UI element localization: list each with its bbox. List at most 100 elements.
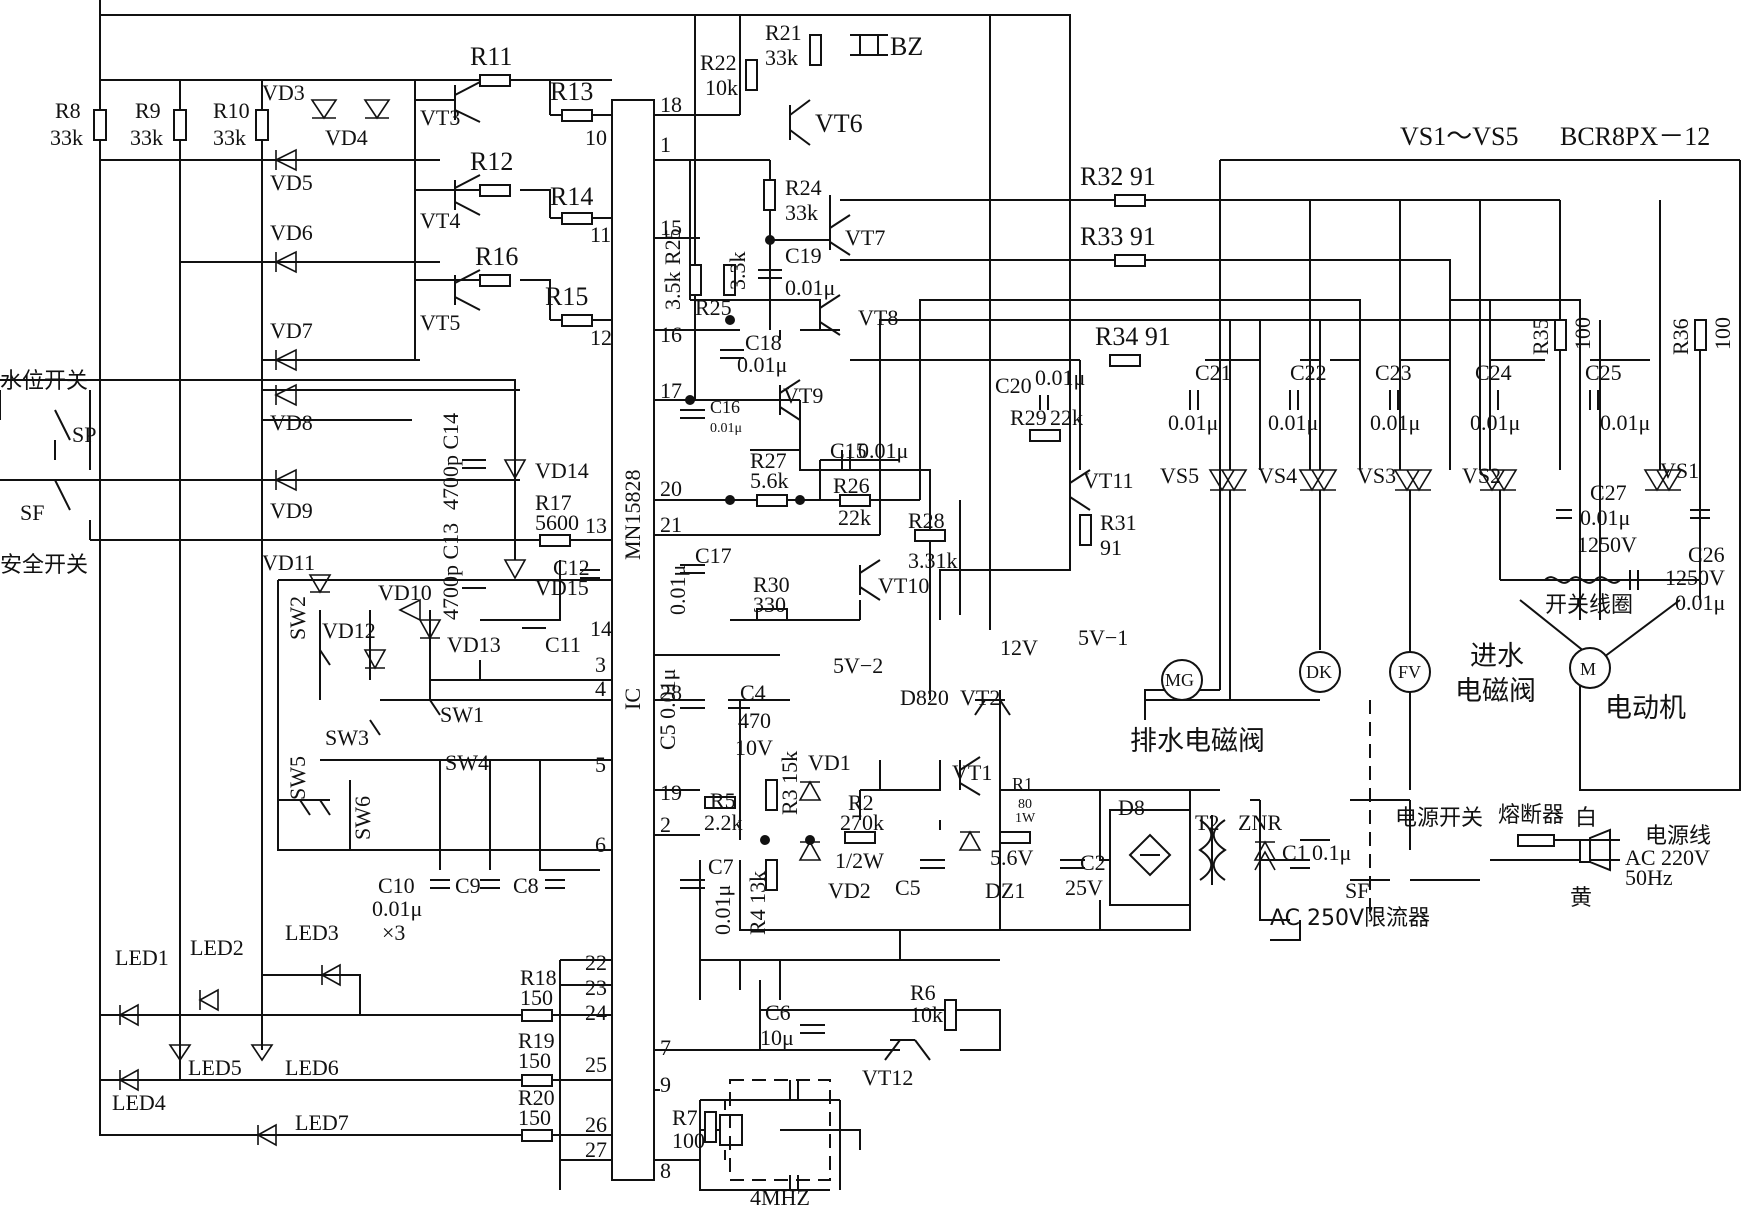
c27-rating: 1250V xyxy=(1577,532,1637,557)
r5-label: R5 xyxy=(710,788,736,813)
vt4-label: VT4 xyxy=(420,208,460,233)
pin-19: 19 xyxy=(660,780,682,805)
r1-value: 80 xyxy=(1018,797,1032,812)
freq-label: 50Hz xyxy=(1625,865,1673,890)
sw4-label: SW4 xyxy=(445,750,489,775)
r27-value: 5.6k xyxy=(750,468,789,493)
pin-17: 17 xyxy=(660,378,682,403)
r1-power: 1W xyxy=(1015,811,1036,826)
vs3-label: VS3 xyxy=(1357,463,1396,488)
c21-label: C21 xyxy=(1195,360,1232,385)
resistors xyxy=(93,34,1707,1143)
c14-label: 4700p C14 xyxy=(438,413,463,510)
dz1-value: 5.6V xyxy=(990,845,1034,870)
vd1-label: VD1 xyxy=(808,750,851,775)
r35-value: 100 xyxy=(1570,317,1595,350)
vd8-label: VD8 xyxy=(270,410,313,435)
c4-label: C4 xyxy=(740,680,766,705)
sp-label: SP xyxy=(72,422,96,447)
water-switch-label: 水位开关 xyxy=(0,369,88,394)
c1-label: C1 xyxy=(1282,840,1308,865)
v5-1-label: 5V−1 xyxy=(1078,625,1128,650)
r30-value: 330 xyxy=(753,592,786,617)
yellow-wire-label: 黄 xyxy=(1570,886,1592,911)
r36-value: 100 xyxy=(1710,317,1735,350)
pin-3: 3 xyxy=(595,652,606,677)
c1-value: 0.1μ xyxy=(1312,840,1351,865)
vd4-label: VD4 xyxy=(325,125,368,150)
r20-label: R20 xyxy=(518,1085,555,1110)
safety-switch-label: 安全开关 xyxy=(0,553,88,578)
r19-value: 150 xyxy=(518,1048,551,1073)
r9-label: R9 xyxy=(135,98,161,123)
c23-value: 0.01μ xyxy=(1370,410,1420,435)
pin-21: 21 xyxy=(660,512,682,537)
white-wire-label: 白 xyxy=(1575,806,1597,831)
sw3-label: SW3 xyxy=(325,725,369,750)
r6-value: 10k xyxy=(910,1002,943,1027)
pin-26: 26 xyxy=(585,1112,607,1137)
led7-label: LED7 xyxy=(295,1110,349,1135)
c26-value: 0.01μ xyxy=(1675,590,1725,615)
r14-label: R14 xyxy=(550,182,593,211)
vs5-label: VS5 xyxy=(1160,463,1199,488)
r3-label: R3 15k xyxy=(777,751,802,815)
r32-label: R32 91 xyxy=(1080,162,1156,191)
c6-value: 10μ xyxy=(760,1025,794,1050)
c2-label: C2 xyxy=(1080,850,1106,875)
r29-value: 22k xyxy=(1050,405,1083,430)
c18-label: C18 xyxy=(745,330,782,355)
c12-label: C12 xyxy=(553,555,590,580)
c21-value: 0.01μ xyxy=(1168,410,1218,435)
c8-label: C8 xyxy=(513,873,539,898)
pin-10: 10 xyxy=(585,125,607,150)
c9-label: C9 xyxy=(455,873,481,898)
vt6-label: VT6 xyxy=(815,109,863,138)
vt11-label: VT11 xyxy=(1083,468,1134,493)
c5b-label: C5 xyxy=(895,875,921,900)
r7-label: R7 xyxy=(672,1105,698,1130)
c11-label: C11 xyxy=(545,632,581,657)
r13-label: R13 xyxy=(550,77,593,106)
pin-20: 20 xyxy=(660,476,682,501)
c6-label: C6 xyxy=(765,1000,791,1025)
r25b-value: 3.3k xyxy=(725,252,750,291)
sf-label: SF xyxy=(20,500,44,525)
r31-value: 91 xyxy=(1100,535,1122,560)
c24-label: C24 xyxy=(1475,360,1512,385)
labels: R8 33k R9 33k R10 33k R11 R12 R13 R14 R1… xyxy=(0,20,1735,1205)
transistors xyxy=(454,81,1091,1061)
led6-label: LED6 xyxy=(285,1055,339,1080)
c15-label: C15 xyxy=(830,438,867,463)
motor-label: 电动机 xyxy=(1605,693,1686,724)
pin-12: 12 xyxy=(590,325,612,350)
motor-symbol xyxy=(1569,647,1611,689)
r19-label: R19 xyxy=(518,1028,555,1053)
c17-label: C17 xyxy=(695,543,732,568)
ic-body xyxy=(611,99,655,1181)
r22-label: R22 xyxy=(700,50,737,75)
ic-part-label: MN15828 xyxy=(620,470,645,560)
pin-4: 4 xyxy=(595,676,606,701)
r27-label: R27 xyxy=(750,448,787,473)
pin-23: 23 xyxy=(585,975,607,1000)
pin-11: 11 xyxy=(590,222,611,247)
c16-label: C16 xyxy=(710,397,740,417)
vt8-label: VT8 xyxy=(858,305,898,330)
c18-value: 0.01μ xyxy=(737,352,787,377)
r20-value: 150 xyxy=(518,1105,551,1130)
r10-value: 33k xyxy=(213,125,246,150)
vt10-label: VT10 xyxy=(878,573,929,598)
c7-label: C7 xyxy=(708,854,734,879)
c24-value: 0.01μ xyxy=(1470,410,1520,435)
r24-value: 33k xyxy=(785,200,818,225)
c2-rating: 25V xyxy=(1065,875,1103,900)
capacitors xyxy=(430,269,1710,1190)
mg-label: MG xyxy=(1165,670,1194,690)
r1-label: R1 xyxy=(1012,774,1033,794)
dk-symbol xyxy=(1299,651,1341,693)
diodes xyxy=(118,99,1277,1147)
r29-label: R29 xyxy=(1010,405,1047,430)
led5-label: LED5 xyxy=(188,1055,242,1080)
